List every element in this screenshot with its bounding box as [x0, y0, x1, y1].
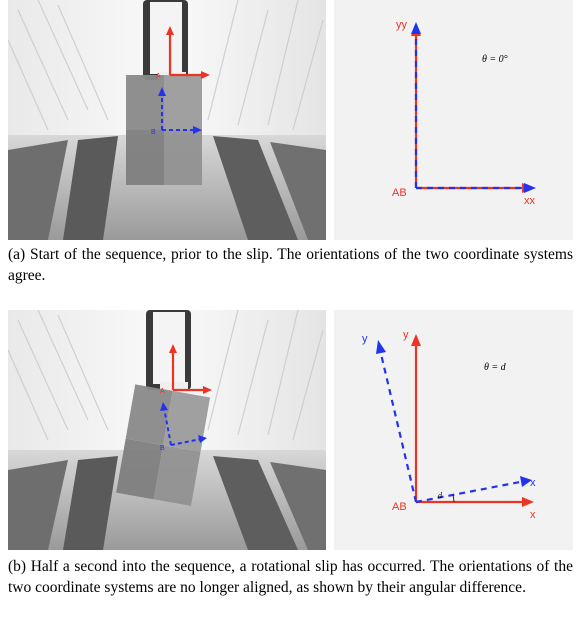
angle-d-label-b: d [438, 491, 443, 500]
frame-b-axes-photo-a [158, 87, 202, 134]
tactile-photo-a: A B [8, 0, 326, 240]
angle-arc-b [452, 494, 455, 503]
x-axis-label-a: xx [524, 195, 536, 207]
photo-scene-b: A B [8, 310, 326, 550]
red-axes-a [411, 24, 534, 193]
x-axis-label-red-b: x [530, 509, 536, 521]
blue-axes-a [411, 22, 536, 193]
figure-panel-a: A B yy xx AB θ = 0° [8, 0, 573, 240]
origin-label-b: AB [392, 501, 407, 513]
angle-annotation-a: θ = 0° [482, 54, 508, 65]
angle-annotation-b: θ = d [484, 362, 507, 373]
tactile-photo-b: A B [8, 310, 326, 550]
axes-diagram-b: d y y x x AB θ = d [334, 310, 573, 550]
photo-scene-a: A B [8, 0, 326, 240]
axes-diagram-a: yy xx AB θ = 0° [334, 0, 573, 240]
y-axis-label-red-b: y [403, 329, 409, 341]
frame-a-label-photo-b: A [160, 388, 165, 395]
y-axis-label-a: yy [396, 19, 408, 31]
frame-b-label-photo-b: B [160, 445, 165, 452]
red-axes-b [411, 334, 534, 507]
caption-a: (a) Start of the sequence, prior to the … [8, 246, 573, 284]
frame-a-label-photo-a: A [156, 73, 161, 80]
frame-a-axes-photo-b [169, 344, 212, 394]
origin-label-a: AB [392, 187, 407, 199]
y-axis-label-blue-b: y [362, 333, 368, 345]
frame-b-axes-photo-b [160, 402, 207, 446]
frame-a-axes-photo-a [166, 26, 210, 79]
x-axis-label-blue-b: x [530, 477, 536, 489]
figure-panel-b: A B d y y x x [8, 310, 573, 550]
blue-axes-b [376, 340, 532, 504]
caption-b: (b) Half a second into the sequence, a r… [8, 558, 573, 596]
frame-b-label-photo-a: B [151, 129, 156, 136]
